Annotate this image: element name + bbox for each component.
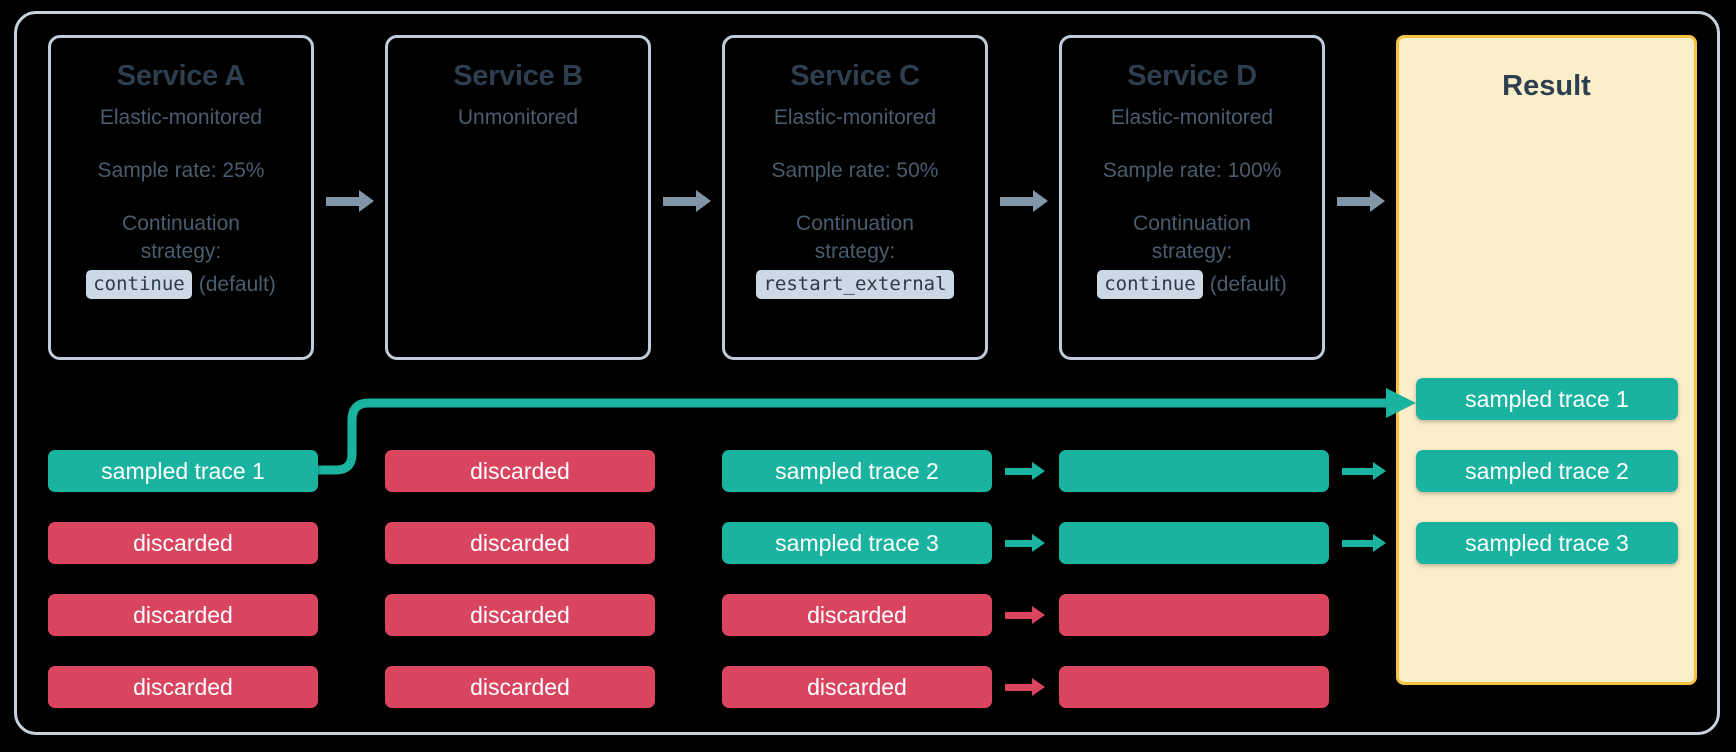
result-trace-pill: sampled trace 2	[1416, 450, 1678, 492]
arrow-shaft	[1005, 683, 1032, 691]
service-continuation-label: Continuation strategy:	[122, 211, 240, 264]
arrow-shaft	[1005, 611, 1032, 619]
service-title: Service C	[790, 60, 920, 92]
trace-pill	[1059, 666, 1329, 708]
strategy-default-note: (default)	[198, 272, 276, 296]
service-sample-rate: Sample rate: 50%	[771, 158, 939, 182]
service-card-c: Service C Elastic-monitored Sample rate:…	[722, 35, 988, 360]
service-card-d: Service D Elastic-monitored Sample rate:…	[1059, 35, 1325, 360]
service-monitoring: Unmonitored	[457, 106, 579, 130]
trace-pill	[1059, 450, 1329, 492]
trace-pill: discarded	[385, 666, 655, 708]
service-sample-rate: Sample rate: 100%	[1102, 158, 1282, 182]
service-card-b: Service B Unmonitored	[385, 35, 651, 360]
service-flow-arrow-d-result	[1337, 190, 1385, 212]
trace-pill: discarded	[385, 522, 655, 564]
service-continuation-label: Continuation strategy:	[1133, 211, 1251, 264]
arrow-head	[696, 190, 711, 212]
strategy-code-chip: continue	[86, 270, 192, 300]
service-title: Service A	[116, 60, 246, 92]
strategy-line: continue (default)	[1062, 270, 1322, 300]
trace-flow-arrow-c-d	[1005, 678, 1045, 696]
trace-pill	[1059, 594, 1329, 636]
trace-pill: discarded	[48, 594, 318, 636]
trace-flow-arrow-c-d	[1005, 606, 1045, 624]
service-title: Service D	[1127, 60, 1257, 92]
arrow-head	[1032, 678, 1045, 696]
trace-pill: sampled trace 3	[722, 522, 992, 564]
service-monitoring: Elastic-monitored	[1110, 106, 1274, 130]
arrow-head	[359, 190, 374, 212]
service-card-a: Service A Elastic-monitored Sample rate:…	[48, 35, 314, 360]
trace-flow-arrow-c-d	[1005, 462, 1045, 480]
result-panel: Result	[1396, 35, 1697, 685]
arrow-shaft	[663, 196, 696, 206]
service-monitoring: Elastic-monitored	[773, 106, 937, 130]
arrow-head	[1032, 462, 1045, 480]
result-trace-pill: sampled trace 3	[1416, 522, 1678, 564]
arrow-shaft	[1005, 539, 1032, 547]
arrow-head	[1033, 190, 1048, 212]
arrow-shaft	[1337, 196, 1370, 206]
arrow-head	[1032, 534, 1045, 552]
arrow-shaft	[1342, 539, 1373, 547]
service-flow-arrow-a-b	[326, 190, 374, 212]
arrow-shaft	[326, 196, 359, 206]
service-continuation-label: Continuation strategy:	[796, 211, 914, 264]
trace-flow-arrow-c-d	[1005, 534, 1045, 552]
trace-pill: discarded	[48, 666, 318, 708]
trace-pill: discarded	[385, 450, 655, 492]
trace-pill	[1059, 522, 1329, 564]
service-sample-rate: Sample rate: 25%	[97, 158, 265, 182]
strategy-code-chip: continue	[1097, 270, 1203, 300]
arrow-head	[1373, 462, 1386, 480]
result-title: Result	[1502, 70, 1591, 102]
arrow-head	[1373, 534, 1386, 552]
service-title: Service B	[453, 60, 583, 92]
trace-flow-arrow-d-result	[1342, 462, 1386, 480]
arrow-shaft	[1005, 467, 1032, 475]
service-flow-arrow-b-c	[663, 190, 711, 212]
trace-pill: sampled trace 2	[722, 450, 992, 492]
trace-pill: discarded	[722, 594, 992, 636]
arrow-shaft	[1000, 196, 1033, 206]
service-flow-arrow-c-d	[1000, 190, 1048, 212]
strategy-line: restart_external	[725, 270, 985, 300]
arrow-head	[1032, 606, 1045, 624]
trace-flow-arrow-d-result	[1342, 534, 1386, 552]
trace-pill: discarded	[385, 594, 655, 636]
strategy-line: continue (default)	[51, 270, 311, 300]
arrow-shaft	[1342, 467, 1373, 475]
trace-pill: sampled trace 1	[48, 450, 318, 492]
outer-frame	[14, 11, 1720, 735]
service-monitoring: Elastic-monitored	[99, 106, 263, 130]
arrow-head	[1370, 190, 1385, 212]
strategy-default-note: (default)	[1209, 272, 1287, 296]
strategy-code-chip: restart_external	[756, 270, 954, 300]
trace-pill: discarded	[48, 522, 318, 564]
result-trace-pill: sampled trace 1	[1416, 378, 1678, 420]
trace-pill: discarded	[722, 666, 992, 708]
